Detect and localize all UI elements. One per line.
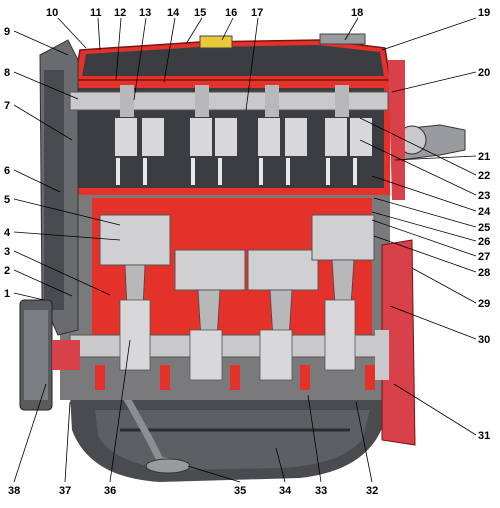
callout-9: 9 (4, 26, 10, 38)
flywheel (375, 239, 416, 446)
callout-2: 2 (4, 265, 10, 277)
callout-34: 34 (279, 485, 292, 497)
callout-14: 14 (167, 7, 180, 19)
oil-pump-pickup (121, 393, 191, 474)
callout-19: 19 (478, 7, 490, 19)
callout-4: 4 (4, 227, 11, 239)
callout-38: 38 (8, 485, 20, 497)
valve-cover (74, 33, 391, 81)
valves-and-springs (115, 118, 372, 185)
leader-lines (13, 17, 477, 483)
callout-7: 7 (4, 100, 10, 112)
callout-numbers: 1 2 3 4 5 6 7 8 9 10 11 12 13 14 15 16 1… (4, 7, 491, 497)
callout-13: 13 (139, 7, 151, 19)
callout-26: 26 (478, 236, 490, 248)
timing-belt-cover (39, 39, 79, 336)
callout-30: 30 (478, 334, 490, 346)
callout-8: 8 (4, 67, 10, 79)
oil-pan (70, 395, 385, 482)
callout-35: 35 (234, 485, 246, 497)
callout-3: 3 (4, 246, 10, 258)
callout-18: 18 (351, 7, 363, 19)
callout-37: 37 (59, 485, 71, 497)
camshaft (69, 85, 389, 117)
callout-12: 12 (114, 7, 126, 19)
callout-11: 11 (90, 7, 102, 19)
callout-27: 27 (478, 251, 490, 263)
callout-29: 29 (478, 298, 490, 310)
pistons (99, 214, 375, 291)
callout-32: 32 (366, 485, 378, 497)
callout-28: 28 (478, 267, 490, 279)
callout-10: 10 (46, 7, 58, 19)
callout-22: 22 (478, 170, 490, 182)
crankshaft-pulley (19, 299, 80, 411)
callout-31: 31 (478, 430, 490, 442)
callout-1: 1 (4, 288, 10, 300)
callout-24: 24 (478, 206, 491, 218)
callout-36: 36 (104, 485, 116, 497)
callout-17: 17 (251, 7, 263, 19)
callout-33: 33 (315, 485, 327, 497)
intake-bracket (388, 60, 405, 200)
callout-15: 15 (194, 7, 206, 19)
callout-25: 25 (478, 222, 490, 234)
callout-6: 6 (4, 165, 10, 177)
callout-23: 23 (478, 190, 490, 202)
callout-20: 20 (478, 67, 490, 79)
callout-16: 16 (225, 7, 237, 19)
callout-21: 21 (478, 151, 490, 163)
callout-5: 5 (4, 194, 10, 206)
